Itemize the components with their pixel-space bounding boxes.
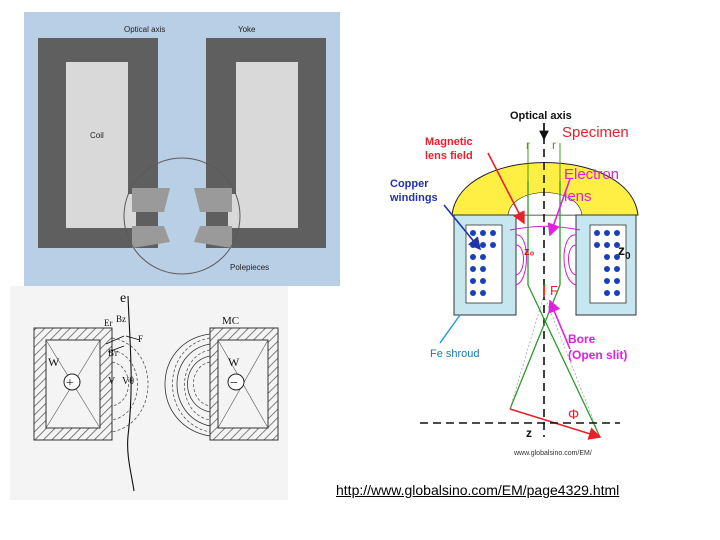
electron-lens-pointer — [547, 178, 571, 237]
electron-lens-label-1: Electron — [564, 166, 619, 183]
lens-schematic-panel: Optical axis Yoke Coil Polepieces — [24, 12, 340, 286]
er-label: Er — [104, 318, 113, 328]
solid-field-lines — [164, 333, 211, 437]
minus-label: − — [230, 376, 238, 391]
lens-schematic-svg: Optical axis Yoke Coil Polepieces — [24, 12, 340, 286]
left-coil — [66, 62, 136, 228]
w-left-label: W — [48, 355, 60, 369]
magnetic-field-pointer — [487, 152, 525, 225]
electron-label: e — [120, 291, 126, 306]
specimen-label: Specimen — [562, 124, 629, 141]
electron-lens-dome — [451, 162, 639, 216]
er-vector — [105, 335, 125, 345]
magnetic-lens-field-label-2: lens field — [425, 150, 473, 162]
z-axis-label: z — [526, 426, 532, 440]
optical-axis-label: Optical axis — [124, 25, 165, 34]
upper-left-polepiece — [132, 188, 170, 212]
magnetic-field-lines — [111, 337, 211, 433]
left-converging-ray — [527, 284, 601, 438]
w-right-label: W — [228, 355, 240, 369]
copper-winding-dots — [470, 230, 620, 296]
z0-main: z — [618, 242, 625, 258]
right-winding-cavity — [589, 224, 627, 304]
minus-symbol-circle — [227, 373, 245, 391]
optical-axis-title: Optical axis — [510, 110, 572, 122]
br-vector — [107, 345, 125, 353]
magnetic-lens-field-label-1: Magnetic — [425, 136, 473, 148]
right-coil — [228, 62, 298, 228]
br-label: Bт — [108, 348, 118, 358]
vtheta-label: Vθ — [122, 376, 134, 387]
fe-shroud-pointer — [439, 314, 461, 344]
plus-symbol-circle — [63, 373, 81, 391]
bore-label-1: Bore — [568, 332, 596, 346]
z0-label: z0 — [618, 242, 631, 262]
yoke-label: Yoke — [238, 25, 256, 34]
focal-point-label: F — [550, 283, 558, 298]
polepiece-zoom-circle — [123, 157, 241, 275]
force-diagram-panel: e Er Bz F Bт V Vθ MC W W + − — [10, 286, 288, 500]
copper-windings-label-2: windings — [389, 192, 438, 204]
velocity-label: V — [108, 376, 116, 387]
force-diagram-svg: e Er Bz F Bт V Vθ MC W W + − — [10, 286, 288, 500]
upper-right-polepiece — [194, 188, 232, 212]
source-url-link[interactable]: http://www.globalsino.com/EM/page4329.ht… — [336, 482, 620, 498]
z0-small-label: z₀ — [524, 246, 535, 258]
r-right-label: r — [552, 138, 556, 152]
lens-field-lines — [509, 225, 581, 286]
fe-shroud-label: Fe shroud — [430, 348, 480, 360]
plus-label: + — [66, 376, 74, 391]
watermark-label: www.globalsino.com/EM/ — [513, 450, 592, 457]
electron-lens-panel: Optical axis Specimen Magnetic lens fiel… — [380, 105, 670, 463]
electron-trajectory — [127, 295, 135, 492]
force-label: F — [138, 334, 143, 344]
coil-label: Coil — [90, 131, 104, 140]
copper-windings-label-1: Copper — [390, 178, 429, 190]
electron-lens-svg: Optical axis Specimen Magnetic lens fiel… — [380, 105, 670, 463]
r-left-label: r — [526, 138, 530, 152]
z0-subscript: 0 — [625, 251, 631, 262]
divergence-cone — [509, 294, 601, 438]
right-yoke-inner-wall — [206, 38, 236, 194]
copper-windings-pointer — [443, 204, 482, 251]
bore-label-2: (Open slit) — [568, 348, 627, 362]
electron-lens-label-2: lens — [564, 188, 592, 205]
f-vector — [125, 335, 141, 341]
phi-label: Φ — [568, 406, 579, 422]
bore-pointer — [548, 299, 571, 350]
bz-label: Bz — [116, 314, 126, 324]
lower-left-polepiece — [132, 226, 170, 248]
polepieces-label: Polepieces — [230, 263, 269, 272]
left-yoke-inner-wall — [128, 38, 158, 194]
mc-label: MC — [222, 315, 239, 327]
lower-right-polepiece — [194, 226, 232, 248]
